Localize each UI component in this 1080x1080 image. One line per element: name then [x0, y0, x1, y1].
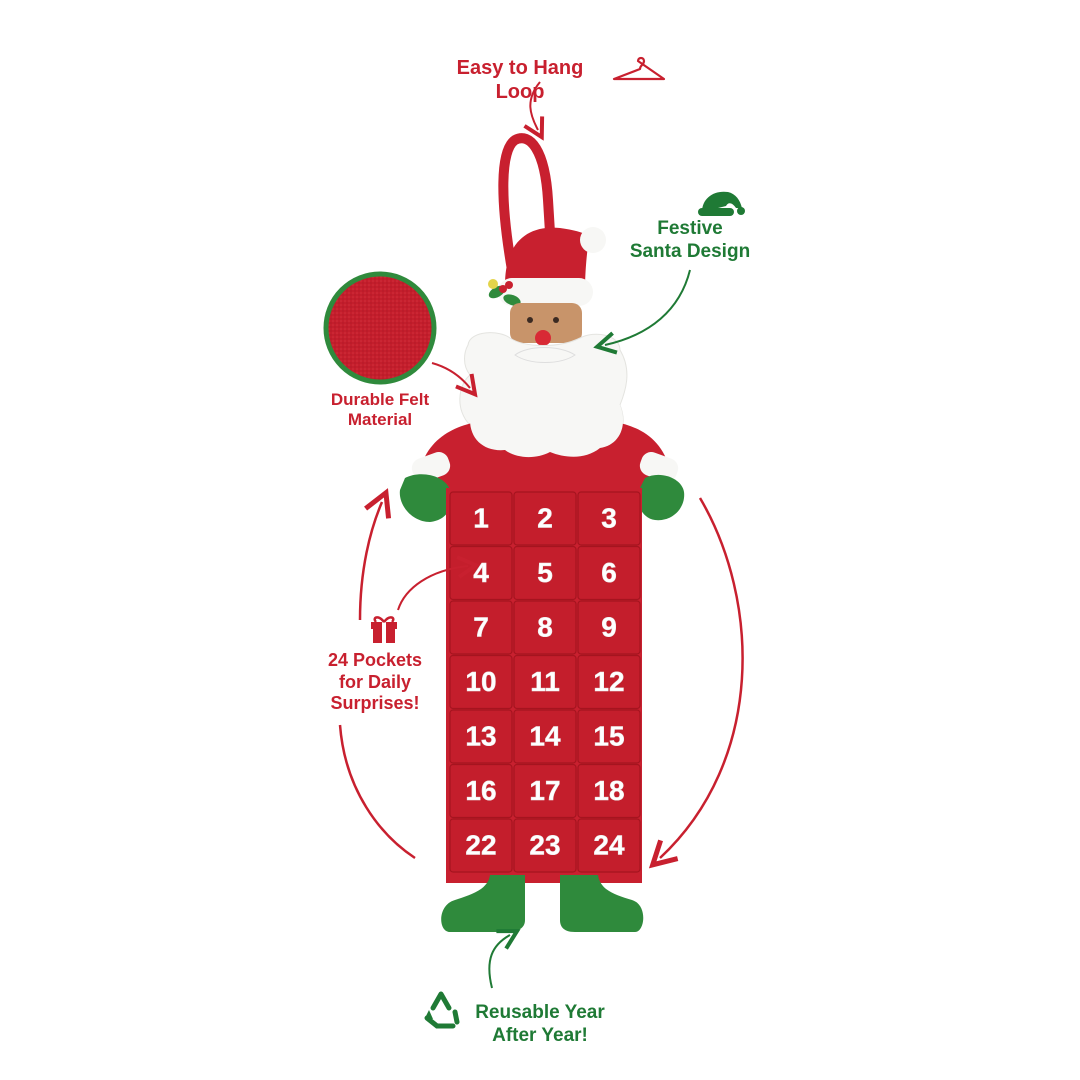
label-reusable: Reusable Year After Year! — [460, 1002, 620, 1048]
pocket-number-7: 7 — [473, 612, 489, 643]
label-24-pockets: 24 Pockets for Daily Surprises! — [310, 650, 440, 715]
felt-swatch — [323, 271, 437, 385]
arrow-reusable — [488, 935, 510, 989]
label-felt-line1: Durable Felt — [330, 390, 430, 409]
pocket-12 — [577, 654, 641, 710]
pocket-13 — [449, 709, 513, 764]
pocket-number-9: 9 — [601, 612, 617, 643]
pocket-number-5: 5 — [537, 557, 553, 588]
pocket-number-14: 14 — [529, 721, 561, 752]
label-santa-design: Festive Santa Design — [620, 218, 760, 264]
pocket-10 — [449, 654, 513, 710]
pocket-number-16: 16 — [465, 775, 496, 806]
left-mitten — [399, 474, 452, 522]
pocket-1 — [449, 491, 513, 546]
arrow-santa-design — [605, 269, 691, 345]
label-felt-material: Durable Felt Material — [315, 390, 445, 431]
arrow-left-arc-up — [358, 502, 382, 621]
right-boot — [560, 875, 644, 932]
right-mitten — [638, 474, 685, 521]
pocket-6 — [577, 545, 641, 601]
pocket-number-4: 4 — [473, 557, 489, 588]
pocket-15 — [577, 709, 641, 764]
santa-hat — [488, 227, 606, 306]
pocket-9 — [577, 600, 641, 655]
pocket-number-8: 8 — [537, 612, 553, 643]
pocket-18 — [577, 763, 641, 819]
pocket-number-12: 12 — [593, 666, 624, 697]
pocket-11 — [513, 654, 577, 710]
pocket-number-3: 3 — [601, 503, 617, 534]
label-pockets-line1: 24 Pockets — [327, 650, 423, 670]
label-santa-line2: Santa Design — [629, 240, 751, 262]
pocket-number-2: 2 — [537, 503, 553, 534]
pocket-8 — [513, 600, 577, 655]
pocket-number-22: 22 — [465, 830, 496, 861]
label-pockets-line2: for Daily — [338, 671, 412, 692]
gift-icon — [371, 616, 397, 643]
pocket-number-15: 15 — [593, 721, 624, 752]
santa-face — [510, 303, 582, 346]
pocket-number-1: 1 — [473, 503, 489, 534]
arrow-left-arc-down — [338, 724, 416, 860]
hanging-loop — [498, 133, 557, 275]
pocket-number-23: 23 — [529, 830, 560, 861]
arrow-pockets — [397, 566, 468, 611]
label-pockets-line3: Surprises! — [330, 693, 420, 714]
arrow-felt — [431, 362, 470, 388]
pocket-7 — [449, 600, 513, 655]
pocket-14 — [513, 709, 577, 764]
pocket-number-11: 11 — [530, 666, 560, 697]
pocket-number-24: 24 — [593, 830, 625, 861]
pocket-number-6: 6 — [601, 557, 617, 588]
pocket-2 — [513, 491, 577, 546]
label-reuse-line1: Reusable Year — [475, 1002, 605, 1023]
pocket-22 — [449, 818, 513, 873]
label-felt-line2: Material — [347, 410, 413, 430]
pocket-24 — [577, 818, 641, 873]
santa-hat-icon — [698, 191, 745, 216]
pocket-17 — [513, 763, 577, 819]
hanger-icon — [612, 56, 666, 81]
pocket-number-18: 18 — [593, 775, 624, 806]
label-hang-loop: Easy to Hang Loop — [456, 57, 584, 103]
left-boot — [441, 875, 525, 932]
pocket-number-10: 10 — [465, 666, 496, 697]
recycle-icon — [424, 991, 460, 1029]
label-reuse-line2: After Year! — [492, 1024, 588, 1046]
pocket-5 — [513, 545, 577, 601]
pocket-16 — [449, 763, 513, 819]
pocket-23 — [513, 818, 577, 873]
arrow-right-arc — [660, 497, 744, 858]
pocket-3 — [577, 491, 641, 546]
pocket-number-13: 13 — [465, 721, 496, 752]
pocket-number-17: 17 — [529, 775, 560, 806]
arrow-hang-loop — [530, 81, 540, 130]
label-santa-line1: Festive — [657, 218, 723, 239]
